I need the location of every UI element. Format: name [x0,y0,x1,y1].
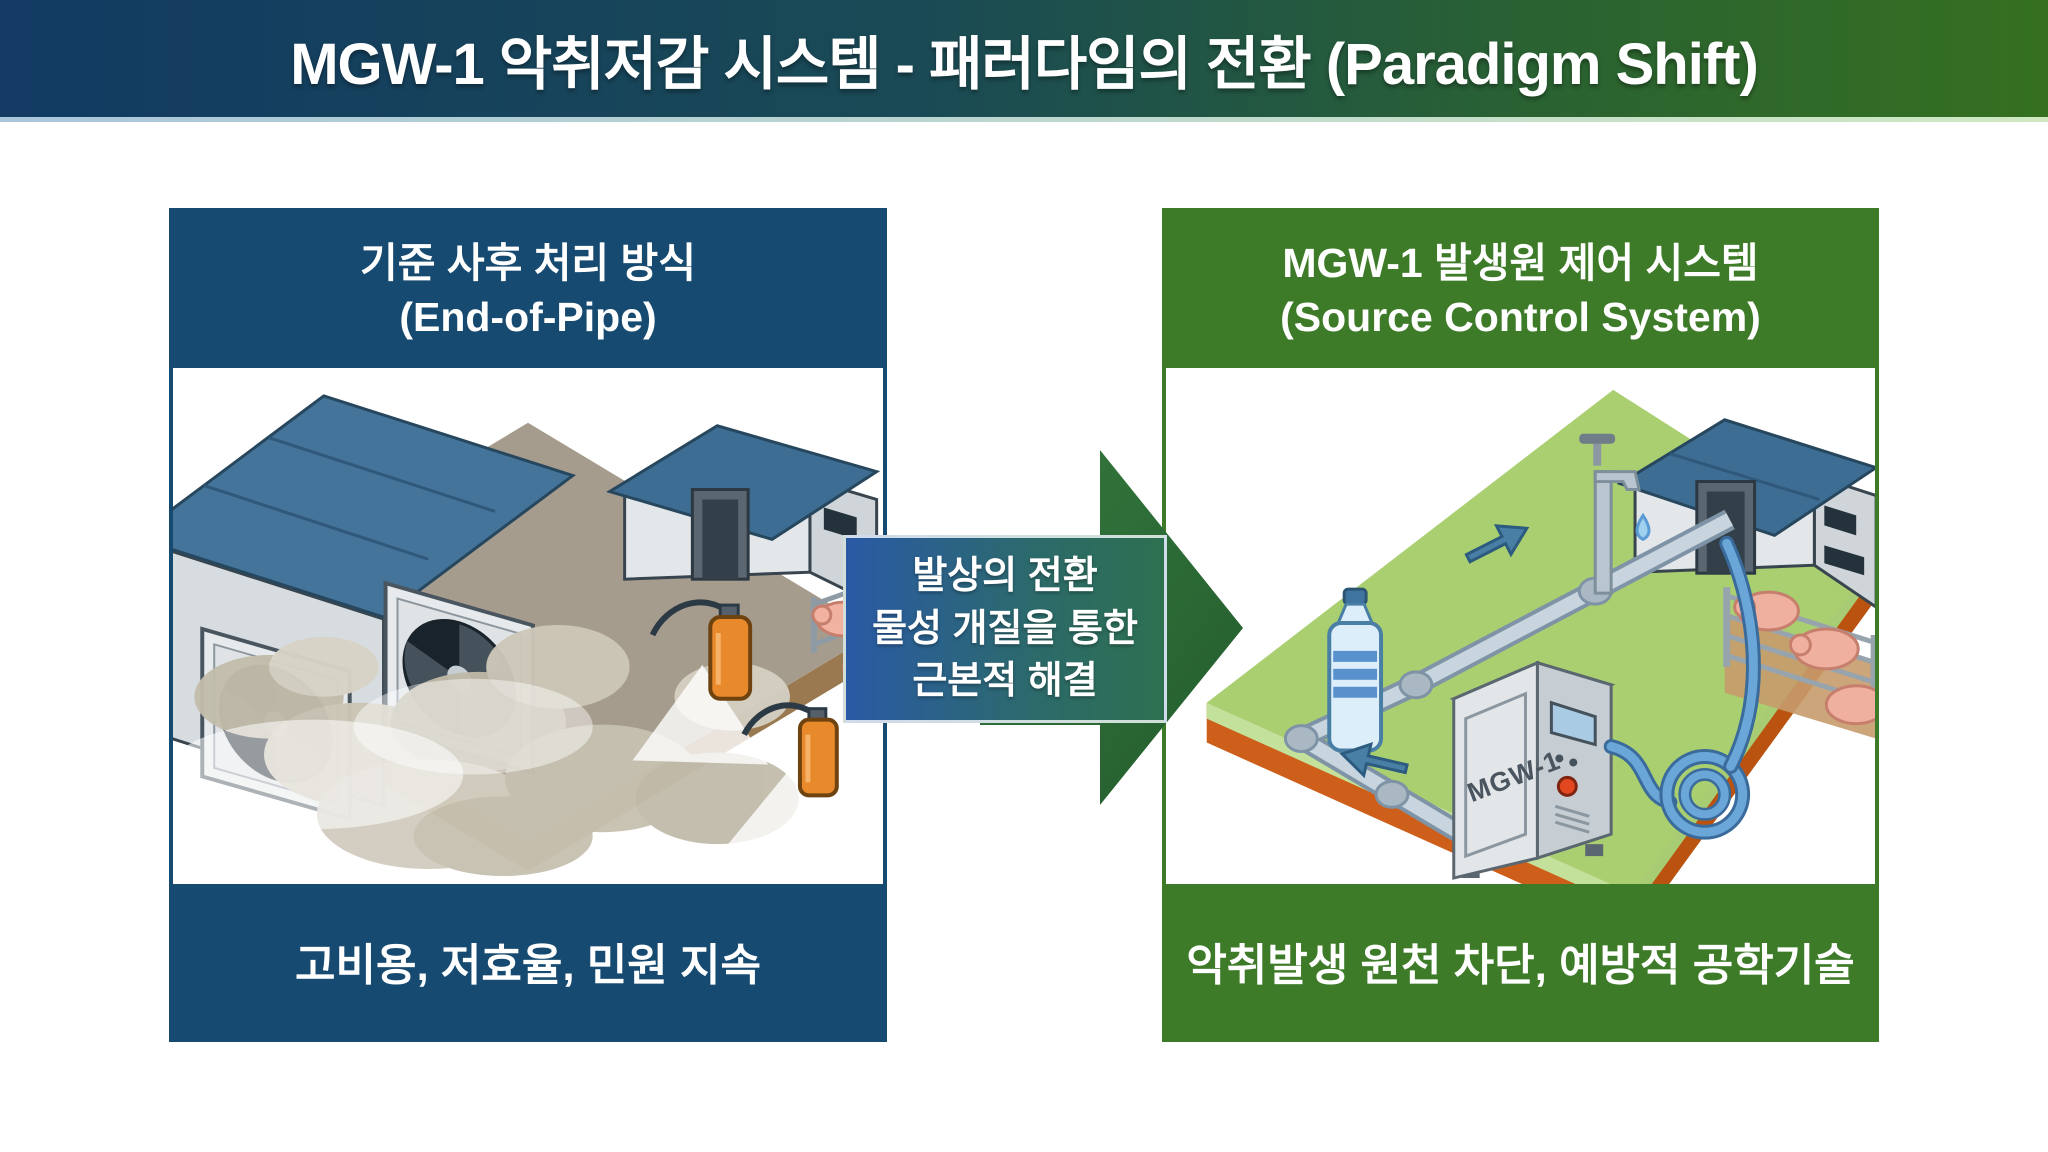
right-illustration: MGW-1 [1166,368,1875,884]
paradigm-shift-callout: 발상의 전환 물성 개질을 통한 근본적 해결 [843,535,1167,723]
spray-canister-1 [632,599,769,765]
page-title: MGW-1 악취저감 시스템 - 패러다임의 전환 (Paradigm Shif… [290,31,1759,97]
left-panel-footer-text: 고비용, 저효율, 민원 지속 [295,941,761,990]
flow-arrow-to-barn [1464,524,1530,564]
spray-canister-2 [718,702,852,863]
water-drop [1635,512,1651,542]
panel-end-of-pipe: 기준 사후 처리 방식 (End-of-Pipe) [169,208,887,1042]
flow-arrow-return [1339,741,1409,779]
right-panel-title-line2: (Source Control System) [1280,294,1761,340]
right-panel-header: MGW-1 발생원 제어 시스템 (Source Control System) [1166,212,1875,368]
red-button [1556,775,1578,797]
callout-line3: 근본적 해결 [912,660,1098,703]
water-bottle [1327,587,1384,753]
source-control-scene: MGW-1 [1206,389,1875,884]
callout-line2: 물성 개질을 통한 [872,607,1138,650]
left-panel-title-line1: 기준 사후 처리 방식 [360,239,696,286]
right-panel-title-line1: MGW-1 발생원 제어 시스템 [1282,239,1759,286]
pig-barn [606,424,881,608]
mgw1-unit: MGW-1 [1449,660,1616,880]
end-of-pipe-scene [173,394,883,877]
left-panel-header: 기준 사후 처리 방식 (End-of-Pipe) [173,212,883,368]
pig-pen [1723,587,1875,739]
blue-hose [1603,535,1761,840]
left-panel-footer: 고비용, 저효율, 민원 지속 [173,884,883,1038]
control-screen [1549,700,1597,747]
right-panel-footer: 악취발생 원천 차단, 예방적 공학기술 [1166,884,1875,1038]
clean-barn [1616,418,1875,609]
water-faucet [1579,433,1651,595]
right-panel-footer-text: 악취발생 원천 차단, 예방적 공학기술 [1186,941,1855,990]
banner-edge-divider [0,117,2048,122]
left-panel-title-line2: (End-of-Pipe) [399,294,657,340]
callout-line1: 발상의 전환 [912,555,1098,598]
panel-source-control: MGW-1 발생원 제어 시스템 (Source Control System) [1162,208,1879,1042]
fan-exhaust-mist [173,678,593,830]
top-banner: MGW-1 악취저감 시스템 - 패러다임의 전환 (Paradigm Shif… [0,0,2048,117]
left-illustration [173,368,883,884]
